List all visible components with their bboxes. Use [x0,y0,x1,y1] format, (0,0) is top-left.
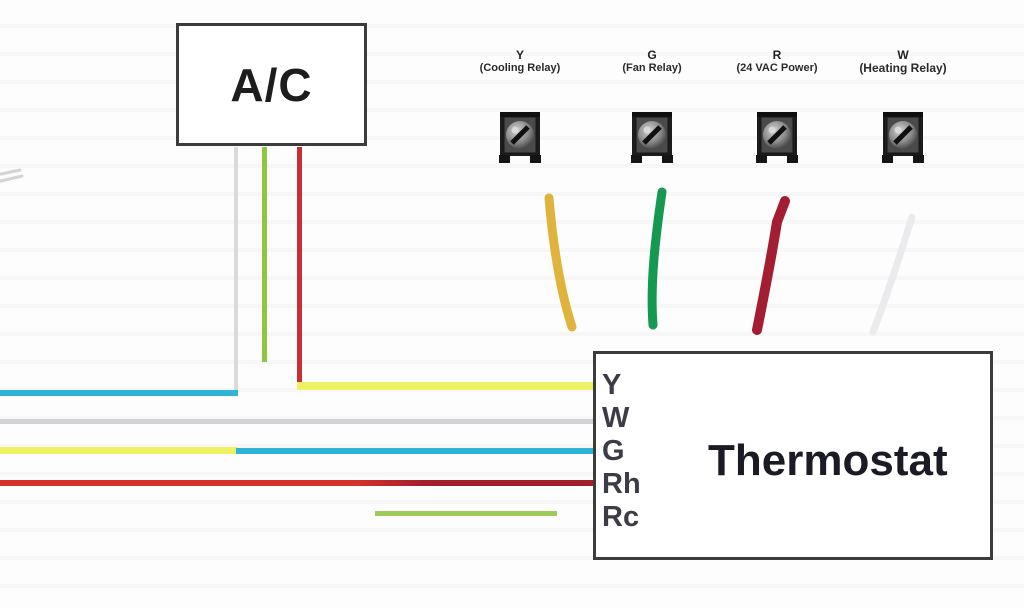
wire-green-rc-segment [375,511,557,516]
thermostat-label: Thermostat [708,436,948,485]
wire-white-from-ac [234,147,238,395]
wire-yellow-left-segment [0,447,238,454]
terminal-name-cooling-relay: (Cooling Relay) [479,62,561,74]
thermostat-box: Y W G Rh Rc Thermostat [593,351,993,560]
terminal-group-r: R (24 VAC Power) [702,48,852,75]
terminal-group-y: Y (Cooling Relay) [445,48,595,75]
terminal-name-fan-relay: (Fan Relay) [622,62,682,74]
wire-red-from-ac [297,147,302,385]
wire-cyan-to-g-terminal [236,448,593,454]
thermostat-terminal-w: W [602,402,630,434]
terminal-letter-g: G [647,48,657,62]
wire-green-from-ac [262,147,267,362]
edge-smudge-mark [0,168,24,183]
screw-terminal-icon-y [499,112,541,163]
terminal-name-heating-relay: (Heating Relay) [859,61,947,75]
terminal-letter-r: R [772,48,782,62]
loose-wire-yellow [544,193,577,332]
thermostat-terminal-g: G [602,435,625,467]
terminal-group-w: W (Heating Relay) [828,48,978,75]
loose-wire-white [869,213,916,336]
thermostat-terminal-column: Y W G Rh Rc [602,369,641,534]
loose-wire-red [752,196,790,335]
thermostat-terminal-rh: Rh [602,468,641,500]
terminal-name-24vac-power: (24 VAC Power) [736,62,818,74]
screw-terminal-icon-g [631,112,673,163]
thermostat-terminal-y: Y [602,369,622,401]
screw-terminal-icon-w [882,112,924,163]
ac-unit-box: A/C [176,23,367,146]
loose-wire-green [647,187,667,330]
terminal-letter-w: W [897,48,909,62]
wire-cyan-upper [0,390,238,396]
ac-unit-label: A/C [230,58,313,111]
screw-terminal-icon-r [756,112,798,163]
wire-gray-to-w-terminal [0,419,593,424]
terminal-group-g: G (Fan Relay) [577,48,727,75]
thermostat-terminal-rc: Rc [602,501,640,533]
terminal-letter-y: Y [515,48,524,62]
wire-yellow-to-y-terminal [297,382,593,390]
wire-red-to-rh-terminal [0,480,593,486]
